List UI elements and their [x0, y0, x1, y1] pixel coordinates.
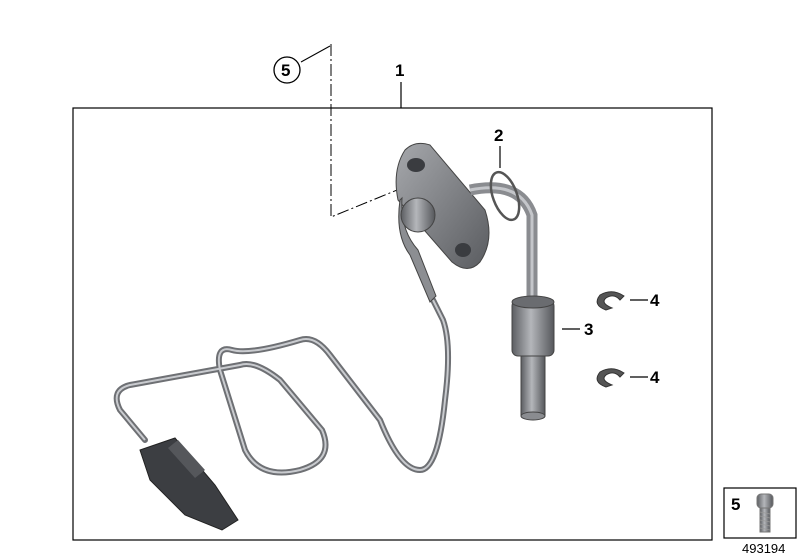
- callout-2: 2: [494, 126, 503, 145]
- leader-5: [300, 45, 331, 63]
- callout-5-circle: [273, 56, 301, 84]
- socket-head-screw-icon: [756, 493, 774, 533]
- circlip-upper: [596, 291, 625, 311]
- sensor-body: [395, 142, 490, 303]
- callout-4-upper: 4: [650, 291, 660, 310]
- circlip-lower: [596, 368, 625, 388]
- o-ring: [489, 170, 521, 222]
- centerline: [330, 44, 403, 218]
- sleeve: [511, 295, 555, 421]
- callout-1: 1: [395, 61, 404, 80]
- part-number: 493194: [742, 541, 785, 556]
- plug-connector: [139, 437, 239, 531]
- inset-label: 5: [731, 495, 740, 514]
- callout-4-lower: 4: [650, 368, 660, 387]
- callout-3: 3: [584, 320, 593, 339]
- callout-5: 5: [281, 61, 290, 80]
- inset-screw-box: 5 493194: [723, 487, 797, 556]
- assembly-frame: [72, 107, 713, 541]
